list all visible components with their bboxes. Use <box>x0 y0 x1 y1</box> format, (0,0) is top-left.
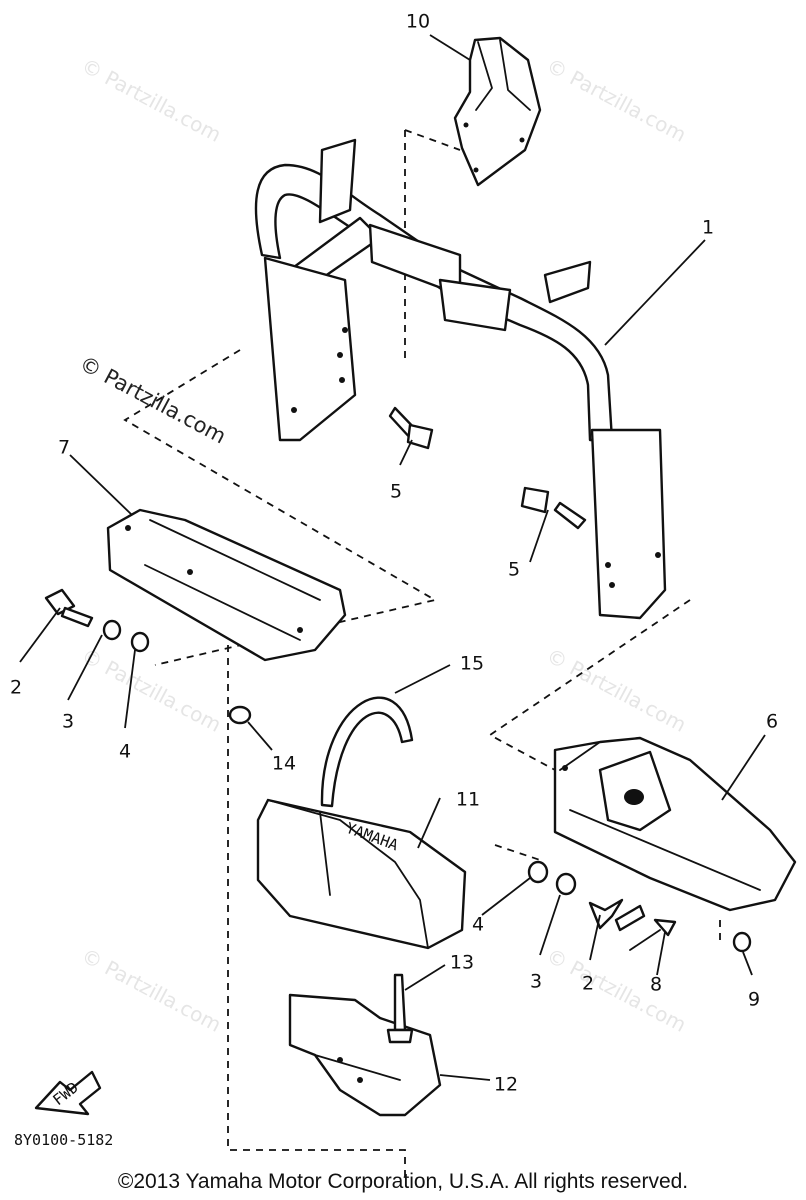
callout-8: 8 <box>650 974 662 996</box>
part-7-bracket <box>106 508 347 662</box>
part-10-pad <box>453 36 542 187</box>
callout-1: 1 <box>702 217 714 239</box>
callout-4: 4 <box>119 741 131 763</box>
watermark: © Partzilla.com <box>543 943 691 1037</box>
watermark: © Partzilla.com <box>543 643 691 737</box>
callout-12: 12 <box>494 1074 518 1096</box>
watermark: © Partzilla.com <box>78 53 226 147</box>
watermark-dark: © Partzilla.com <box>76 351 230 448</box>
part-1-handle-frame <box>254 138 667 620</box>
callout-4: 4 <box>472 914 484 936</box>
callout-7: 7 <box>58 437 70 459</box>
callouts: 1 2 2 3 3 4 4 5 5 6 7 8 9 10 11 12 13 14… <box>10 11 778 1096</box>
copyright-notice: ©2013 Yamaha Motor Corporation, U.S.A. A… <box>117 1170 689 1193</box>
callout-6: 6 <box>766 711 778 733</box>
watermark: © Partzilla.com <box>78 643 226 737</box>
part-12-base <box>288 973 442 1117</box>
leader-lines <box>19 34 766 1081</box>
watermark: © Partzilla.com <box>78 943 226 1037</box>
watermark: © Partzilla.com <box>543 53 691 147</box>
callout-9: 9 <box>748 989 760 1011</box>
callout-2: 2 <box>10 677 22 699</box>
part-11-box: YAMAHA <box>256 798 467 950</box>
callout-5: 5 <box>508 559 520 581</box>
callout-14: 14 <box>272 753 296 775</box>
right-hardware <box>527 860 752 953</box>
callout-3: 3 <box>62 711 74 733</box>
callout-13: 13 <box>450 952 474 974</box>
callout-15: 15 <box>460 653 484 675</box>
part-6-bracket <box>553 736 797 912</box>
callout-3: 3 <box>530 971 542 993</box>
callout-11: 11 <box>456 789 480 811</box>
part-14-washer <box>228 705 252 725</box>
assembly-lines <box>123 129 721 1180</box>
callout-2: 2 <box>582 973 594 995</box>
callout-5: 5 <box>390 481 402 503</box>
fwd-arrow-icon: FWD <box>34 1070 102 1116</box>
part-5-bolts <box>388 406 587 530</box>
left-hardware <box>44 588 150 653</box>
callout-10: 10 <box>406 11 430 33</box>
part-15-strap <box>320 696 414 808</box>
diagram-code: 8Y0100-5182 <box>14 1131 113 1149</box>
